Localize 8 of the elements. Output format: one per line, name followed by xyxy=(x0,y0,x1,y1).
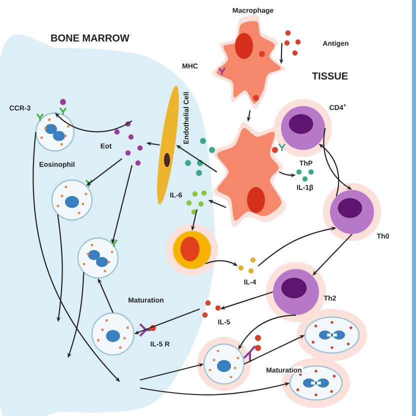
eosinophil-cell xyxy=(197,335,261,391)
region-label: TISSUE xyxy=(312,72,348,80)
region-label: BONE MARROW xyxy=(51,34,130,42)
arrow xyxy=(32,132,120,382)
eosinophil-cell xyxy=(51,179,93,221)
eosinophil-cell xyxy=(77,237,119,279)
eosinophil-cell xyxy=(297,309,367,361)
b-cell xyxy=(166,224,218,276)
